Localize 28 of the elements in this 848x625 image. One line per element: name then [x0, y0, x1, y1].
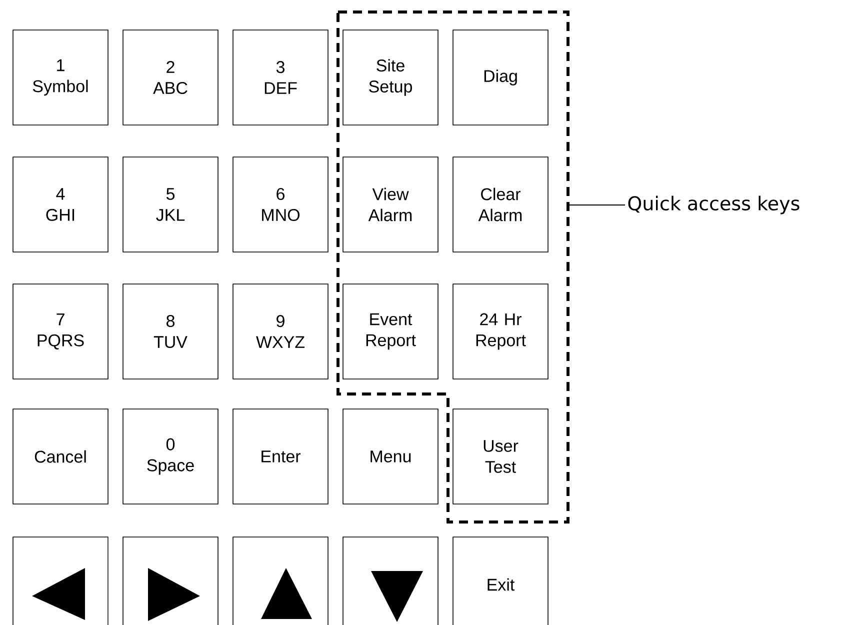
- key: 6 MNO: [232, 156, 328, 252]
- key: Diag: [452, 30, 548, 126]
- key: 8 TUV: [122, 284, 218, 380]
- key: 5 JKL: [122, 156, 218, 252]
- key: View Alarm: [342, 156, 438, 252]
- key: User Test: [452, 408, 548, 504]
- key: Cancel: [12, 408, 108, 504]
- key: Clear Alarm: [452, 156, 548, 252]
- key: 4 GHI: [12, 156, 108, 252]
- key: 24 Hr Report: [452, 284, 548, 380]
- key: Site Setup: [342, 30, 438, 126]
- key: 3 DEF: [232, 30, 328, 126]
- key: 7 PQRS: [12, 284, 108, 380]
- key: 9 WXYZ: [232, 284, 328, 380]
- key: 2 ABC: [122, 30, 218, 126]
- key: 1 Symbol: [12, 30, 108, 126]
- arrow-key: [342, 536, 438, 625]
- arrow-key: [122, 536, 218, 625]
- callout-text: Quick access keys: [628, 196, 800, 214]
- key: 0 Space: [122, 408, 218, 504]
- key: Event Report: [342, 284, 438, 380]
- key: Enter: [232, 408, 328, 504]
- leader-line: [568, 204, 626, 206]
- arrow-key: [12, 536, 108, 625]
- key: Menu: [342, 408, 438, 504]
- dashed-region: [336, 10, 570, 524]
- arrow-key: [232, 536, 328, 625]
- key: Exit: [452, 536, 548, 625]
